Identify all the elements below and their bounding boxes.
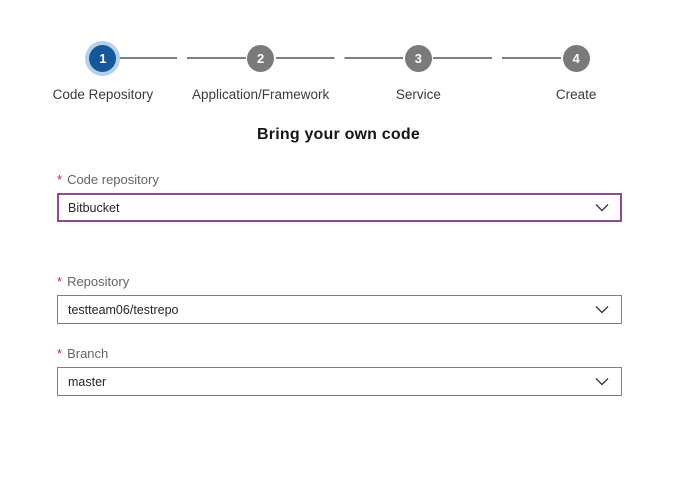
field-repository: * Repository testteam06/testrepo — [57, 274, 622, 324]
repository-select[interactable]: testteam06/testrepo — [57, 295, 622, 324]
bring-your-own-code-wizard: 1 Code Repository 2 Application/Framewor… — [0, 38, 677, 484]
step-2-circle[interactable]: 2 — [247, 44, 275, 72]
chevron-down-icon — [595, 377, 609, 386]
byoc-form: * Code repository Bitbucket * Repository t… — [57, 172, 622, 396]
step-4-circle[interactable]: 4 — [562, 44, 590, 72]
code-repository-select[interactable]: Bitbucket — [57, 193, 622, 222]
repository-select-value: testteam06/testrepo — [68, 302, 179, 317]
wizard-stepper: 1 Code Repository 2 Application/Framewor… — [24, 38, 655, 102]
step-connector — [275, 57, 404, 59]
field-branch: * Branch master — [57, 346, 622, 396]
repository-label-text: Repository — [67, 274, 130, 289]
step-1-number: 1 — [99, 50, 107, 66]
stepper-step-application-framework: 2 Application/Framework — [117, 38, 340, 102]
code-repository-label-text: Code repository — [67, 172, 159, 187]
step-connector — [433, 57, 562, 59]
step-1-label: Code Repository — [52, 87, 154, 102]
required-asterisk: * — [57, 172, 63, 187]
step-circle-row: 2 — [247, 38, 275, 78]
required-asterisk: * — [57, 346, 63, 361]
code-repository-label: * Code repository — [57, 172, 622, 187]
chevron-down-icon — [595, 305, 609, 314]
branch-label: * Branch — [57, 346, 622, 361]
stepper-step-create: 4 Create — [433, 38, 655, 102]
branch-select[interactable]: master — [57, 367, 622, 396]
step-3-circle[interactable]: 3 — [404, 44, 432, 72]
chevron-down-icon — [595, 203, 609, 212]
step-2-label: Application/Framework — [191, 87, 330, 102]
branch-label-text: Branch — [67, 346, 109, 361]
field-code-repository: * Code repository Bitbucket — [57, 172, 622, 222]
code-repository-select-value: Bitbucket — [68, 200, 120, 215]
step-3-number: 3 — [414, 50, 422, 66]
step-circle-row: 4 — [562, 38, 590, 78]
step-2-number: 2 — [257, 50, 265, 66]
page-title: Bring your own code — [257, 126, 420, 143]
step-3-label: Service — [395, 87, 441, 102]
required-asterisk: * — [57, 274, 63, 289]
step-4-number: 4 — [572, 50, 580, 66]
step-circle-row: 3 — [404, 38, 432, 78]
repository-label: * Repository — [57, 274, 622, 289]
stepper-step-service: 3 Service — [275, 38, 498, 102]
branch-select-value: master — [68, 374, 107, 389]
step-4-label: Create — [555, 87, 597, 102]
stepper-step-code-repository: 1 Code Repository — [24, 38, 182, 102]
step-1-circle[interactable]: 1 — [89, 44, 117, 72]
step-connector — [117, 57, 246, 59]
step-circle-row: 1 — [89, 38, 117, 78]
